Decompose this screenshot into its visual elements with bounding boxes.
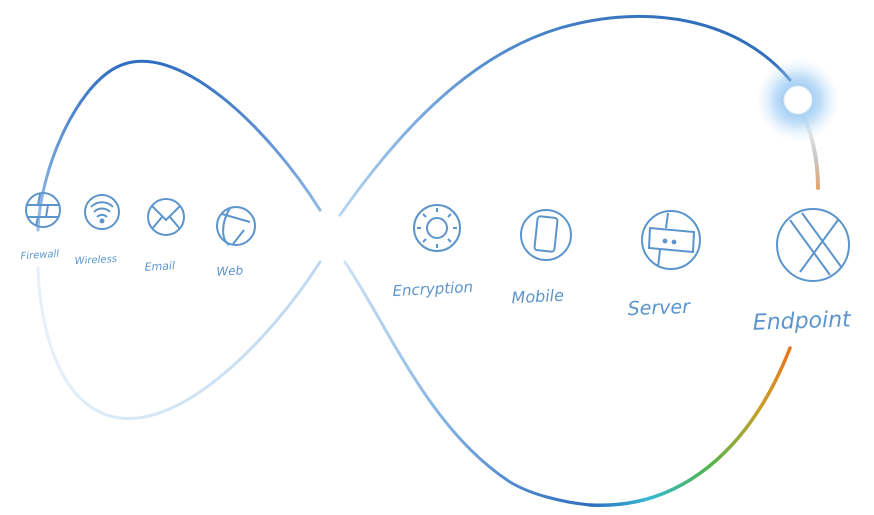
encryption-item: Encryption bbox=[392, 204, 473, 300]
endpoint-icon bbox=[776, 208, 850, 282]
mobile-icon bbox=[520, 209, 572, 261]
endpoint-item: Endpoint bbox=[752, 208, 853, 336]
server-item: Server bbox=[627, 210, 701, 320]
email-label: Email bbox=[144, 259, 175, 274]
descending-strand bbox=[343, 260, 592, 507]
server-label: Server bbox=[627, 296, 691, 320]
endpoint-label: Endpoint bbox=[752, 307, 852, 335]
infinity-loop bbox=[36, 14, 840, 507]
bottom-right-arc bbox=[588, 346, 792, 507]
email-item: Email bbox=[144, 198, 185, 274]
wireless-label: Wireless bbox=[74, 254, 117, 267]
web-label: Web bbox=[216, 263, 244, 278]
encryption-label: Encryption bbox=[392, 278, 473, 300]
email-icon bbox=[147, 198, 185, 236]
firewall-icon bbox=[25, 192, 61, 228]
wireless-item: Wireless bbox=[74, 194, 120, 267]
firewall-item: Firewall bbox=[20, 192, 61, 263]
encryption-icon bbox=[413, 204, 461, 252]
wireless-icon bbox=[84, 194, 120, 230]
left-loop-upper-arc bbox=[36, 60, 322, 232]
mobile-item: Mobile bbox=[511, 209, 572, 308]
left-loop-lower-arc bbox=[36, 260, 322, 420]
rising-strand bbox=[338, 14, 792, 217]
firewall-label: Firewall bbox=[20, 249, 60, 263]
mobile-label: Mobile bbox=[511, 286, 565, 308]
server-icon bbox=[641, 210, 701, 270]
progress-node bbox=[783, 85, 813, 115]
web-icon bbox=[216, 206, 256, 246]
web-item: Web bbox=[216, 206, 256, 279]
